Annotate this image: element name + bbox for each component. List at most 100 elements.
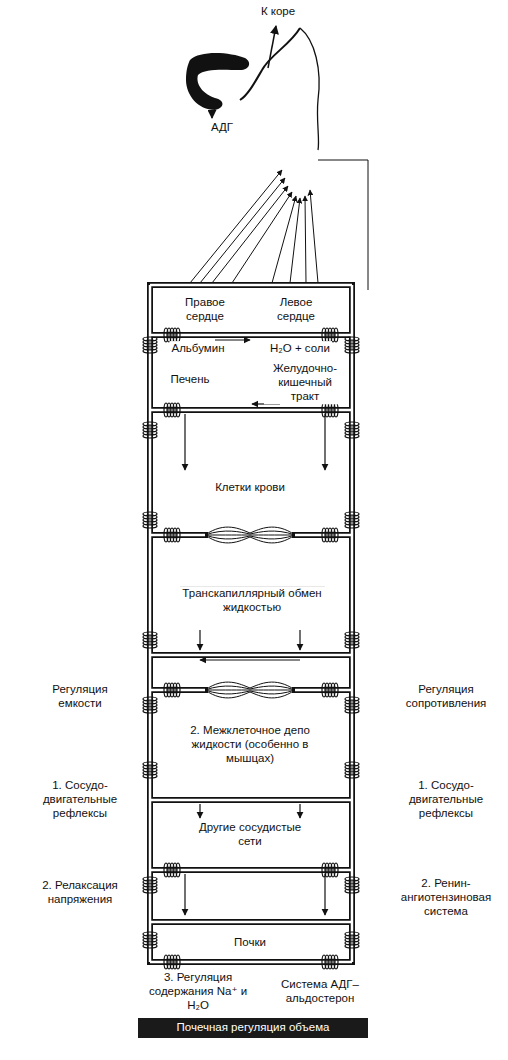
capillary: [205, 690, 295, 691]
coil: [334, 328, 338, 342]
nerve-fibre: [190, 170, 282, 283]
adh-arrow: [211, 110, 213, 118]
coil: [334, 955, 338, 969]
capillary: [205, 535, 295, 536]
coil: [176, 528, 180, 542]
organ-label: Печень: [168, 372, 211, 388]
vessel-coils: [143, 328, 359, 969]
coil: [143, 774, 157, 778]
organ-label: Почки: [232, 935, 268, 951]
flow-arrow: [324, 414, 325, 470]
coil: [176, 955, 180, 969]
flow-arrow: [299, 630, 300, 650]
capillary: [205, 535, 295, 543]
nerve-fibre: [310, 190, 318, 283]
flow-arrows: [185, 340, 325, 915]
organ-label: Желудочно-кишечный тракт: [264, 361, 346, 404]
capillary: [205, 527, 295, 535]
mechanism-label: 1. Сосудо-двигательные рефлексы: [30, 778, 130, 821]
flow-arrow: [200, 659, 300, 660]
coil: [176, 328, 180, 342]
cortex-arrow: [268, 26, 276, 68]
substance-label: H₂O + соли: [268, 341, 332, 357]
vessel-lumen: [351, 285, 354, 962]
coil: [143, 709, 157, 713]
vessel: [295, 532, 352, 538]
nerve-fibre: [272, 196, 296, 283]
vessel: [295, 687, 352, 693]
vessel: [147, 285, 153, 962]
capillary: [205, 531, 295, 535]
capillary: [205, 682, 295, 690]
coil: [143, 349, 157, 353]
vessel: [150, 652, 352, 658]
coil: [176, 683, 180, 697]
nerve-fibre: [212, 186, 288, 283]
mechanism-label: 1. Сосудо-двигательные рефлексы: [396, 778, 496, 821]
cortex-label: К коре: [259, 4, 297, 20]
volume-band: Почечная регуляция объема: [138, 1018, 368, 1038]
mechanism-label: 2. Релаксация напряжения: [30, 878, 130, 908]
band-text: Почечная регуляция объема: [144, 1021, 362, 1035]
flow-arrow: [184, 414, 185, 470]
coil: [334, 683, 338, 697]
compartment-label: 2. Межклеточное депо жидкости (особенно …: [168, 723, 333, 766]
substance-label: Альбумин: [169, 341, 226, 357]
tissue-label: Клетки крови: [213, 480, 287, 496]
vessel: [349, 285, 355, 962]
vessel-lumen: [150, 921, 352, 924]
mechanism-label: Система АДГ–альдостерон: [265, 977, 375, 1007]
organ-label: Правое сердце: [175, 295, 235, 325]
compartment-label: Другие сосудистые сети: [190, 820, 310, 850]
flow-arrow: [199, 630, 200, 650]
coil: [345, 774, 359, 778]
vessel-lumen: [150, 654, 352, 657]
coil: [345, 644, 359, 648]
coil: [143, 889, 157, 893]
coil: [334, 403, 338, 417]
pituitary: [186, 53, 249, 110]
nerve-line: [318, 160, 368, 290]
coil: [143, 524, 157, 528]
flow-arrow: [199, 804, 200, 818]
brain-figure: [186, 26, 368, 290]
brain-outline: [300, 28, 319, 150]
coil: [334, 863, 338, 877]
vessel: [150, 797, 352, 803]
heading-label: Регуляция емкости: [30, 682, 130, 712]
mechanism-label: 3. Регуляция содержания Na⁺ и H₂O: [143, 970, 253, 1013]
nerve-fibre: [290, 198, 300, 283]
coil: [143, 644, 157, 648]
heading-label: Регуляция сопротивления: [394, 682, 499, 712]
nerve-fibre: [232, 192, 292, 283]
hormone-label: АДГ: [209, 120, 235, 136]
vessel-lumen: [295, 689, 352, 692]
organ-label: Левое сердце: [266, 295, 326, 325]
process-label: Транскапиллярный обмен жидкостью: [177, 586, 327, 616]
capillary: [205, 686, 295, 690]
vessel: [150, 282, 352, 288]
vessel-loop: [150, 285, 352, 962]
vessel-lumen: [150, 799, 352, 802]
flow-arrow: [184, 874, 185, 915]
vessel: [150, 919, 352, 925]
capillary: [205, 690, 295, 698]
vessel-lumen: [150, 284, 352, 287]
flow-arrow: [299, 804, 300, 818]
coil: [345, 709, 359, 713]
mechanism-label: 2. Ренин-ангиотензиновая система: [394, 876, 499, 919]
coil: [345, 889, 359, 893]
coil: [176, 863, 180, 877]
coil: [143, 434, 157, 438]
vessel-lumen: [149, 285, 152, 962]
coil: [143, 944, 157, 948]
coil: [345, 524, 359, 528]
coil: [345, 349, 359, 353]
coil: [176, 403, 180, 417]
nerve-fibre: [305, 196, 306, 283]
coil: [345, 944, 359, 948]
flow-arrow: [324, 874, 325, 915]
vessel-lumen: [295, 534, 352, 537]
